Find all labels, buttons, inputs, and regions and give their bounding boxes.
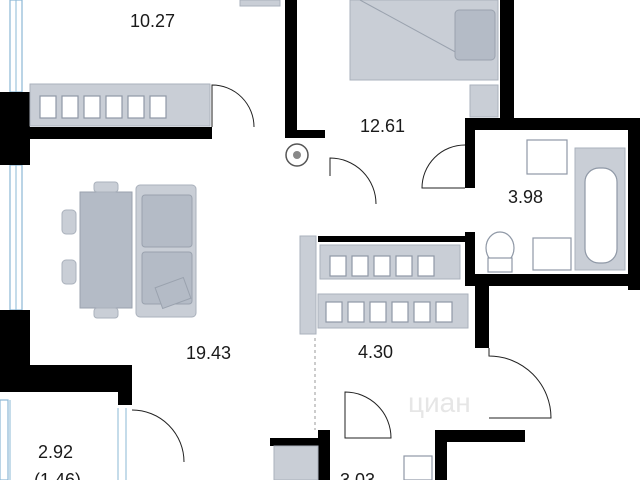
sink-bottom <box>403 455 433 480</box>
room-area-bathroom: 3.98 <box>508 187 543 207</box>
doors <box>131 84 552 463</box>
closet-lower <box>317 293 469 329</box>
room-area-balcony: 2.92 <box>38 442 73 462</box>
window-strip <box>0 0 23 480</box>
bed <box>349 0 499 118</box>
appliance-row <box>39 95 167 119</box>
wardrobe-top <box>239 0 281 7</box>
room-area-wc: 3.03 <box>340 470 375 480</box>
balcony-railing <box>9 400 127 480</box>
sofa <box>135 184 197 318</box>
cabinet-bottom <box>273 445 319 480</box>
dining-set <box>61 181 133 319</box>
mirror-panel <box>299 235 317 335</box>
kitchen-counter <box>29 83 211 127</box>
bathroom-fixtures <box>485 139 626 273</box>
room-area-hall: 4.30 <box>358 342 393 362</box>
room-area-living: 19.43 <box>186 343 231 363</box>
room-area-bedroom-a: 10.27 <box>130 11 175 31</box>
robot-vacuum <box>285 143 309 167</box>
room-area-balcony-sub: (1.46) <box>34 470 81 480</box>
watermark: циан <box>408 387 471 418</box>
room-area-bedroom-b: 12.61 <box>360 116 405 136</box>
closet-upper <box>319 244 461 280</box>
